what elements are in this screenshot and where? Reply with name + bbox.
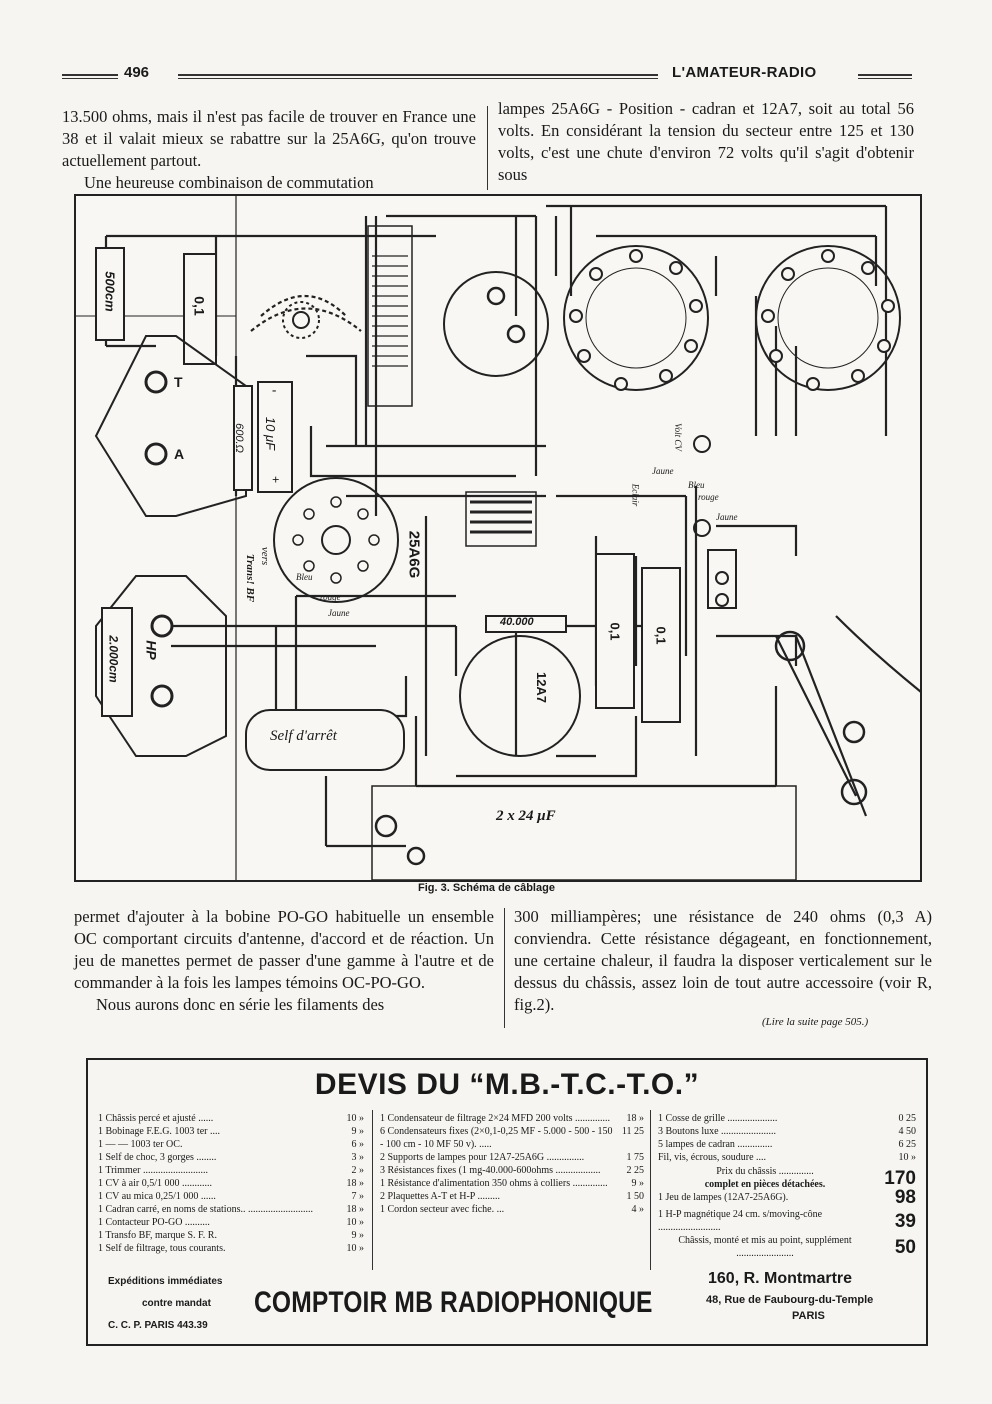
address-line-1: 160, R. Montmartre (708, 1270, 853, 1287)
address-line-3: PARIS (792, 1310, 825, 1322)
ad-item: 1 CV au mica 0,25/1 000 ......7 » (98, 1191, 364, 1202)
label-40000: 40.000 (500, 616, 534, 628)
publication-name: L'AMATEUR-RADIO (672, 64, 817, 81)
top-text-left: 13.500 ohms, mais il n'est pas facile de… (62, 106, 476, 194)
label-cap-01-a: 0,1 (191, 296, 208, 316)
ad-divider (650, 1110, 651, 1270)
wiring-diagram-svg (76, 196, 920, 880)
label-T: T (174, 374, 183, 390)
ad-column-1: 1 Châssis percé et ajusté ......10 » 1 B… (98, 1112, 364, 1255)
ad-item: 1 Contacteur PO-GO ..........10 » (98, 1217, 364, 1228)
label-2x24uF: 2 x 24 μF (496, 808, 556, 824)
advertisement-box: DEVIS DU “M.B.-T.C.-T.O.” 1 Châssis perc… (86, 1058, 928, 1346)
paragraph: Nous aurons donc en série les filaments … (96, 995, 385, 1014)
expeditions-line-2: contre mandat (142, 1298, 211, 1309)
header-rule-right (858, 74, 912, 79)
page-number: 496 (124, 64, 150, 81)
label-12A7: 12A7 (534, 671, 550, 704)
ad-item: 1 Self de choc, 3 gorges ........3 » (98, 1152, 364, 1163)
label-jaune: Jaune (328, 608, 350, 618)
label-self-arret: Self d'arrêt (270, 728, 337, 744)
wiring-diagram: 500cm 0,1 T A 600.Ω 10 μF + - 25A6G vers… (74, 194, 922, 882)
ad-column-2: 1 Condensateur de filtrage 2×24 MFD 200 … (380, 1112, 644, 1216)
ad-column-3: 1 Cosse de grille ....................0 … (658, 1112, 916, 1260)
ccp-number: C. C. P. PARIS 443.39 (108, 1320, 208, 1331)
ad-item: 1 Self de filtrage, tous courants.10 » (98, 1243, 364, 1254)
header-rule-middle (178, 74, 658, 79)
ad-item: 1 Cordon secteur avec fiche. ...4 » (380, 1204, 644, 1215)
label-rouge-2: rouge (698, 492, 719, 502)
ad-item: 1 Cadran carré, en noms de stations.. ..… (98, 1204, 364, 1215)
bottom-text-right: 300 milliampères; une résistance de 240 … (514, 906, 932, 1016)
column-divider (504, 908, 505, 1028)
label-eclair: Eclair (630, 483, 641, 507)
ad-jeu-price: 1 Jeu de lampes (12A7-25A6G). 98 (658, 1187, 916, 1208)
label-plus: + (272, 472, 280, 487)
ad-item: 1 Bobinage F.E.G. 1003 ter ....9 » (98, 1126, 364, 1137)
ad-item: 1 Condensateur de filtrage 2×24 MFD 200 … (380, 1113, 644, 1124)
ad-title: DEVIS DU “M.B.-T.C.-T.O.” (314, 1068, 700, 1101)
label-vers: vers (259, 546, 272, 566)
expeditions-line-1: Expéditions immédiates (108, 1276, 223, 1287)
label-500cm: 500cm (102, 271, 118, 312)
ad-item: 1 — — 1003 ter OC.6 » (98, 1139, 364, 1150)
paragraph: 300 milliampères; une résistance de 240 … (514, 907, 932, 1014)
ad-item: 2 Plaquettes A-T et H-P .........1 50 (380, 1191, 644, 1202)
ad-item: 1 Cosse de grille ....................0 … (658, 1113, 916, 1124)
paragraph: permet d'ajouter à la bobine PO-GO habit… (74, 907, 494, 992)
chassis-line-2: complet en pièces détachées. (704, 1179, 826, 1190)
ad-item: Fil, vis, écrous, soudure ....10 » (658, 1152, 916, 1163)
ad-item: 1 Résistance d'alimentation 350 ohms à c… (380, 1178, 644, 1189)
ad-hp-price: 1 H-P magnétique 24 cm. s/moving-cône ..… (658, 1209, 916, 1233)
chassis-price: 170 (884, 1167, 916, 1189)
ad-item: 6 Condensateurs fixes (2×0,1-0,25 MF - 5… (380, 1126, 644, 1150)
header-rule-left (62, 74, 118, 79)
label-bleu-2: Bleu (688, 480, 705, 490)
jeu-price: 98 (894, 1187, 916, 1208)
ad-item: 5 lampes de cadran ..............6 25 (658, 1139, 916, 1150)
address-line-2: 48, Rue de Faubourg-du-Temple (706, 1294, 874, 1306)
label-2000cm: 2.000cm (106, 635, 121, 683)
label-hp: HP (143, 640, 160, 660)
label-cap-01-b: 0,1 (607, 622, 623, 641)
label-trans-bf: Trans! BF (244, 553, 257, 603)
label-600ohm: 600.Ω (232, 423, 245, 453)
label-rouge: rouge (320, 592, 341, 602)
hp-price: 39 (894, 1210, 916, 1232)
bottom-text-left: permet d'ajouter à la bobine PO-GO habit… (74, 906, 494, 1016)
continued-note: (Lire la suite page 505.) (762, 1016, 869, 1028)
ad-monte-price: Châssis, monté et mis au point, suppléme… (678, 1235, 916, 1259)
figure-caption: Fig. 3. Schéma de câblage (418, 882, 555, 894)
top-text-right: lampes 25A6G - Position - cadran et 12A7… (498, 98, 914, 186)
label-minus: - (272, 382, 277, 397)
ad-item: 1 CV à air 0,5/1 000 ............18 » (98, 1178, 364, 1189)
company-name: COMPTOIR MB RADIOPHONIQUE (254, 1286, 653, 1319)
label-bleu: Bleu (296, 572, 313, 582)
ad-item: 1 Transfo BF, marque S. F. R.9 » (98, 1230, 364, 1241)
monte-price: 50 (894, 1236, 916, 1258)
chassis-line-1: Prix du châssis .............. (716, 1166, 814, 1177)
ad-divider (372, 1110, 373, 1270)
label-10uF: 10 μF (263, 416, 279, 451)
ad-item: 3 Résistances fixes (1 mg-40.000-600ohms… (380, 1165, 644, 1176)
ad-chassis-price: Prix du châssis .............. complet en… (658, 1165, 916, 1191)
ad-item: 1 Châssis percé et ajusté ......10 » (98, 1113, 364, 1124)
ad-item: 1 Trimmer ..........................2 » (98, 1165, 364, 1176)
ad-item: 2 Supports de lampes pour 12A7-25A6G ...… (380, 1152, 644, 1163)
label-jaune-3: Jaune (716, 512, 738, 522)
paragraph: Une heureuse combinaison de commutation (84, 173, 374, 192)
ad-item: 3 Boutons luxe ......................4 5… (658, 1126, 916, 1137)
paragraph: lampes 25A6G - Position - cadran et 12A7… (498, 99, 914, 184)
label-A: A (174, 446, 185, 462)
label-jaune-2: Jaune (652, 466, 674, 476)
label-25A6G: 25A6G (405, 530, 423, 579)
column-divider (487, 106, 488, 190)
paragraph: 13.500 ohms, mais il n'est pas facile de… (62, 107, 476, 170)
label-volt-cv: Volt CV (672, 423, 683, 451)
label-cap-01-c: 0,1 (653, 626, 669, 645)
